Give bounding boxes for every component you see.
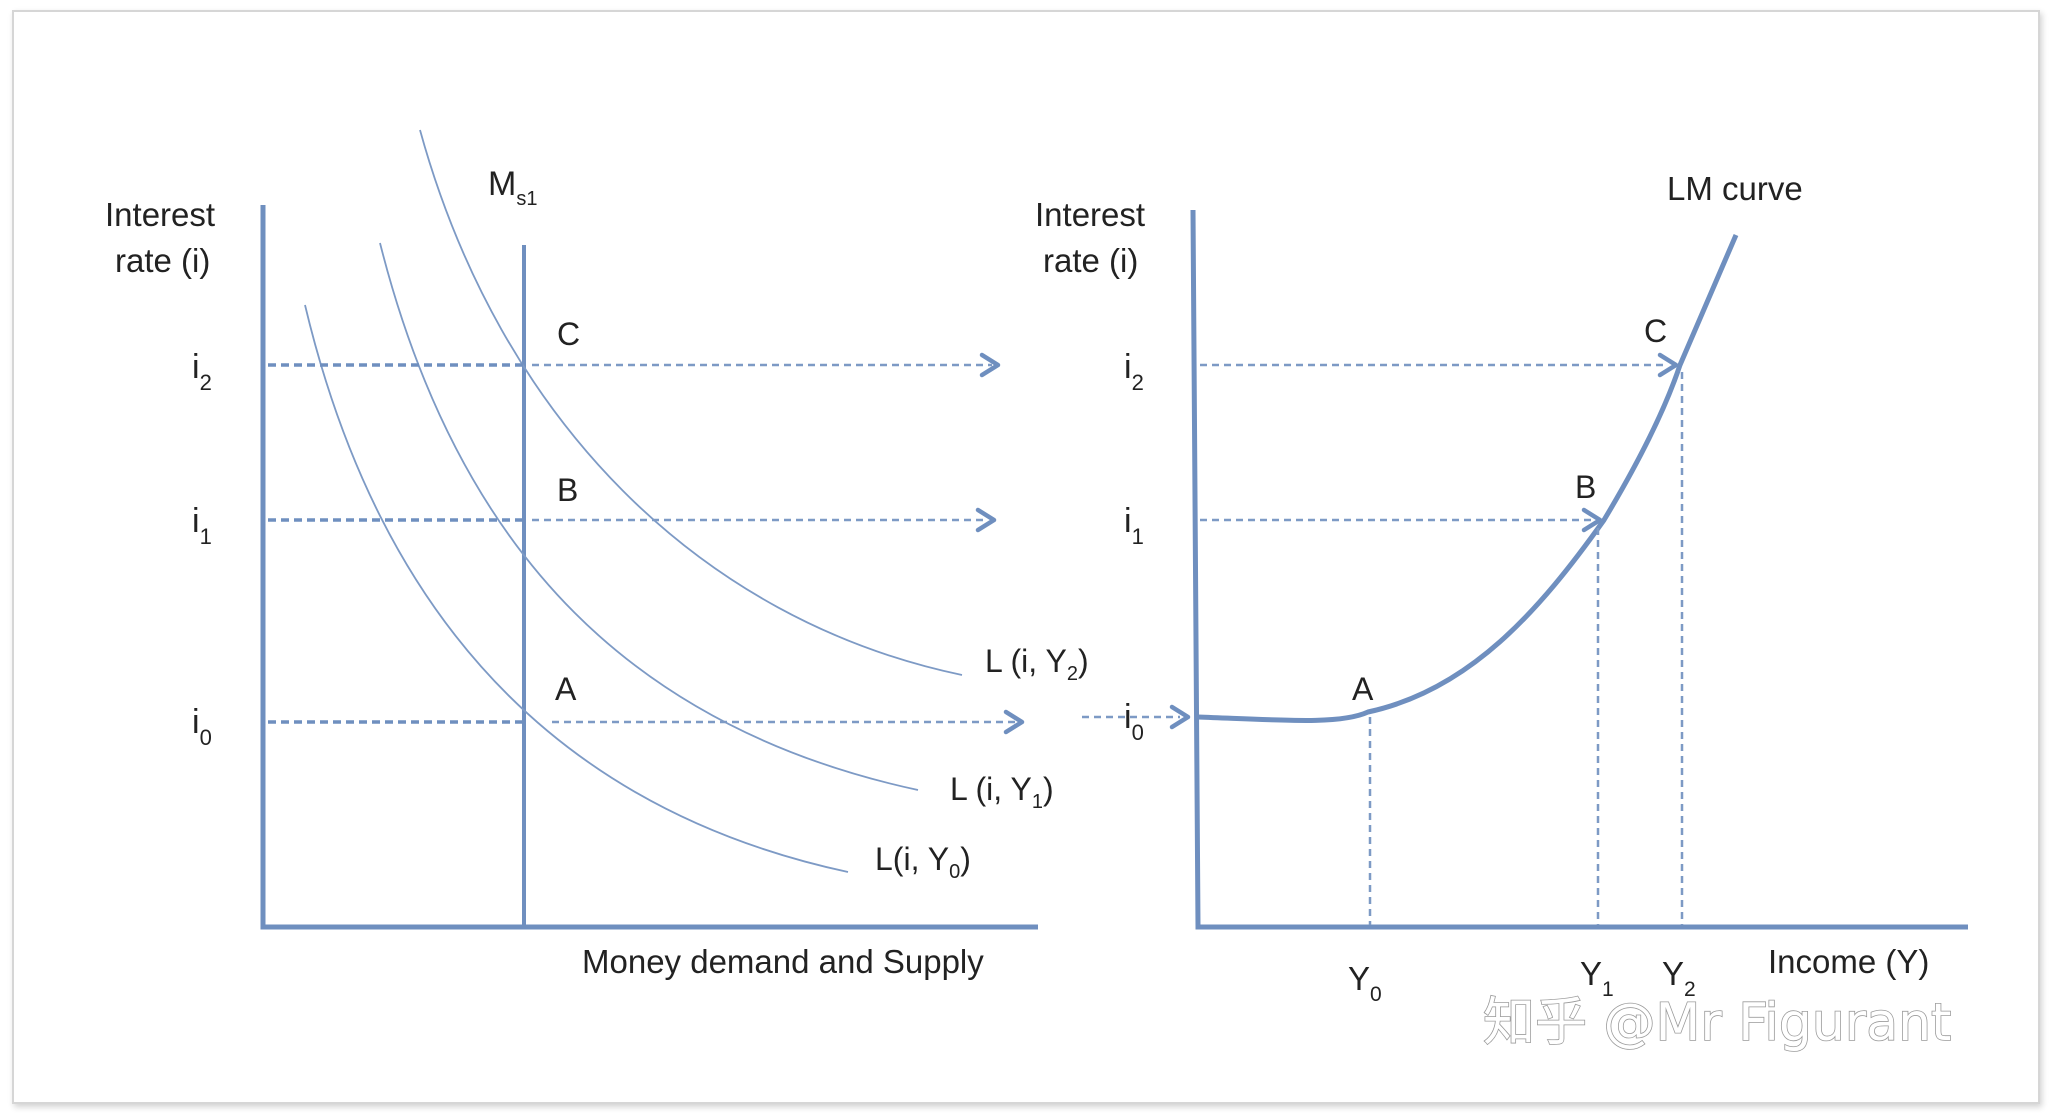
left-point-b: B <box>557 472 578 508</box>
left-rate-i2: i2 <box>192 348 212 395</box>
left-point-c: C <box>557 316 580 352</box>
arrow-i0-head <box>1003 709 1025 735</box>
right-y-label-line2: rate (i) <box>1043 242 1138 279</box>
left-panel: Interest rate (i) Ms1 i2 i1 i0 C B A L (… <box>105 129 1089 980</box>
right-arrow-i2-head <box>1657 352 1679 378</box>
left-rate-i1: i1 <box>192 502 212 549</box>
right-rate-i1: i1 <box>1124 502 1144 549</box>
right-point-a: A <box>1352 671 1374 707</box>
left-x-label: Money demand and Supply <box>582 943 984 980</box>
left-y-label-line2: rate (i) <box>115 242 210 279</box>
lm-curve <box>1197 234 1739 723</box>
demand-curve-y0 <box>304 304 849 873</box>
watermark: 知乎 @Mr Figurant <box>1483 993 1951 1053</box>
right-rate-i0: i0 <box>1124 698 1144 745</box>
lm-curve-label: LM curve <box>1667 170 1803 207</box>
right-y-label-line1: Interest <box>1035 196 1145 233</box>
right-x-label: Income (Y) <box>1768 943 1929 980</box>
left-rate-i0: i0 <box>192 703 212 750</box>
demand-label-y0: L(i, Y0) <box>875 841 971 883</box>
demand-label-y1: L (i, Y1) <box>950 771 1054 813</box>
income-y2: Y2 <box>1662 955 1696 1001</box>
left-y-label-line1: Interest <box>105 196 215 233</box>
right-panel: Interest rate (i) LM curve i2 i1 i0 C B … <box>1035 170 1968 1006</box>
connector-arrow-head <box>1169 704 1191 730</box>
arrow-i1-head <box>975 507 997 533</box>
demand-curve-y1 <box>379 242 919 791</box>
left-point-a: A <box>555 671 577 707</box>
right-point-b: B <box>1575 469 1596 505</box>
right-axes <box>1190 209 1968 930</box>
right-point-c: C <box>1644 313 1667 349</box>
figure-frame <box>12 10 2040 1104</box>
income-y0: Y0 <box>1348 960 1382 1006</box>
income-y1: Y1 <box>1580 955 1614 1001</box>
arrow-i2-head <box>979 352 1001 378</box>
left-axes <box>260 205 1038 930</box>
right-arrow-i1-head <box>1581 507 1603 533</box>
right-rate-i2: i2 <box>1124 348 1144 395</box>
demand-label-y2: L (i, Y2) <box>985 643 1089 685</box>
demand-curve-y2 <box>419 129 963 676</box>
money-supply-label: Ms1 <box>488 165 537 210</box>
